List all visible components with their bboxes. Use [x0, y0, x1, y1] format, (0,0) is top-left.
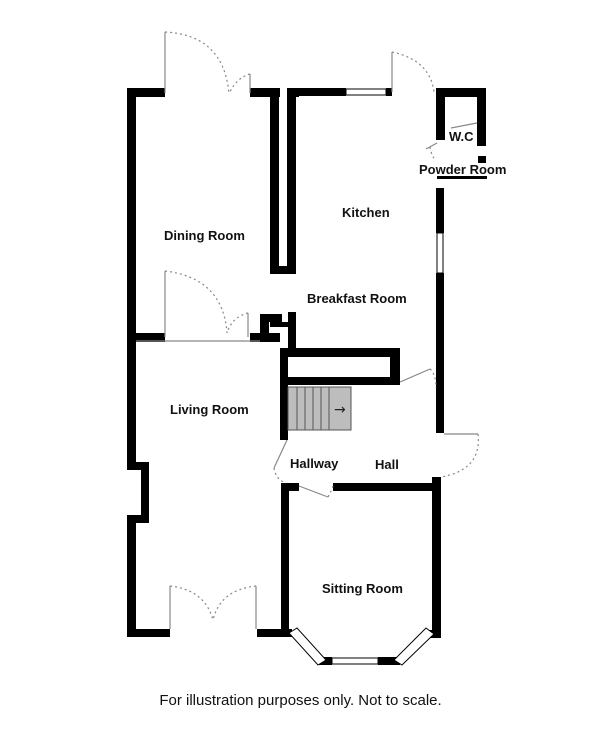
label-powder-room: Powder Room [419, 162, 506, 177]
doors [136, 31, 479, 629]
label-hallway: Hallway [290, 456, 339, 471]
label-dining-room: Dining Room [164, 228, 245, 243]
walls [127, 88, 487, 666]
stairs-arrow-icon: → [334, 402, 346, 418]
label-kitchen: Kitchen [342, 205, 390, 220]
label-living-room: Living Room [170, 402, 249, 417]
room-labels: Dining Room Kitchen Breakfast Room W.C P… [164, 129, 506, 596]
label-wc: W.C [449, 129, 474, 144]
label-hall: Hall [375, 457, 399, 472]
staircase: → [287, 386, 352, 431]
label-sitting-room: Sitting Room [322, 581, 403, 596]
label-breakfast-room: Breakfast Room [307, 291, 407, 306]
disclaimer-caption: For illustration purposes only. Not to s… [159, 692, 442, 709]
